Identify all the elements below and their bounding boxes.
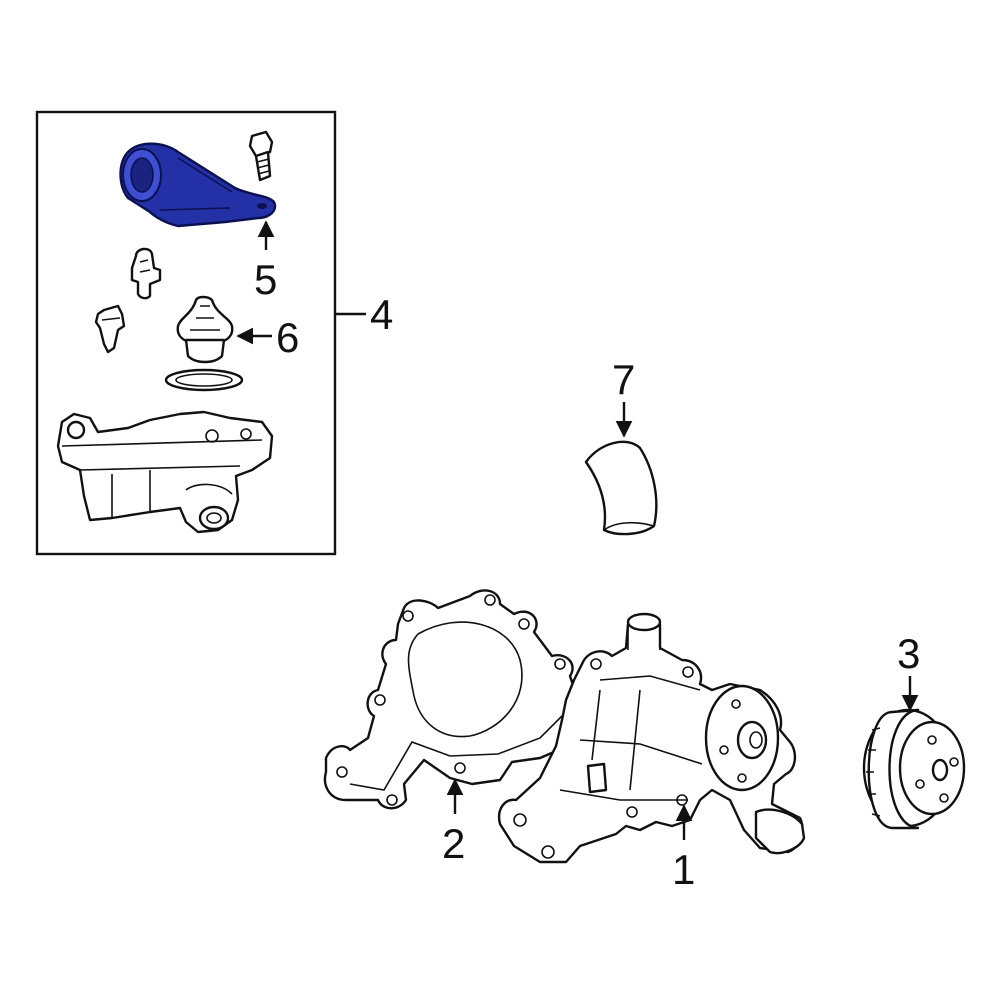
water-pump[interactable] [497, 612, 806, 864]
temperature-sensor[interactable] [130, 247, 162, 300]
callout-7-label: 7 [612, 356, 635, 403]
coolant-sensor[interactable] [94, 304, 126, 354]
callout-5-label: 5 [254, 256, 277, 303]
bypass-hose[interactable] [584, 440, 658, 536]
callout-4-label: 4 [370, 291, 393, 338]
water-pump-pulley[interactable] [862, 708, 966, 830]
housing-bolt[interactable] [248, 130, 274, 182]
callout-2-label: 2 [442, 820, 465, 867]
water-pump-gasket[interactable] [323, 589, 589, 810]
callout-6-label: 6 [276, 314, 299, 361]
thermostat[interactable] [176, 295, 234, 364]
thermostat-housing-base[interactable] [56, 410, 274, 534]
housing-assembly-group: 5 6 [35, 110, 337, 556]
callout-3-label: 3 [897, 630, 920, 677]
thermostat-housing-outlet[interactable] [119, 142, 277, 228]
thermostat-gasket[interactable] [164, 368, 244, 392]
callout-1-label: 1 [672, 846, 695, 893]
